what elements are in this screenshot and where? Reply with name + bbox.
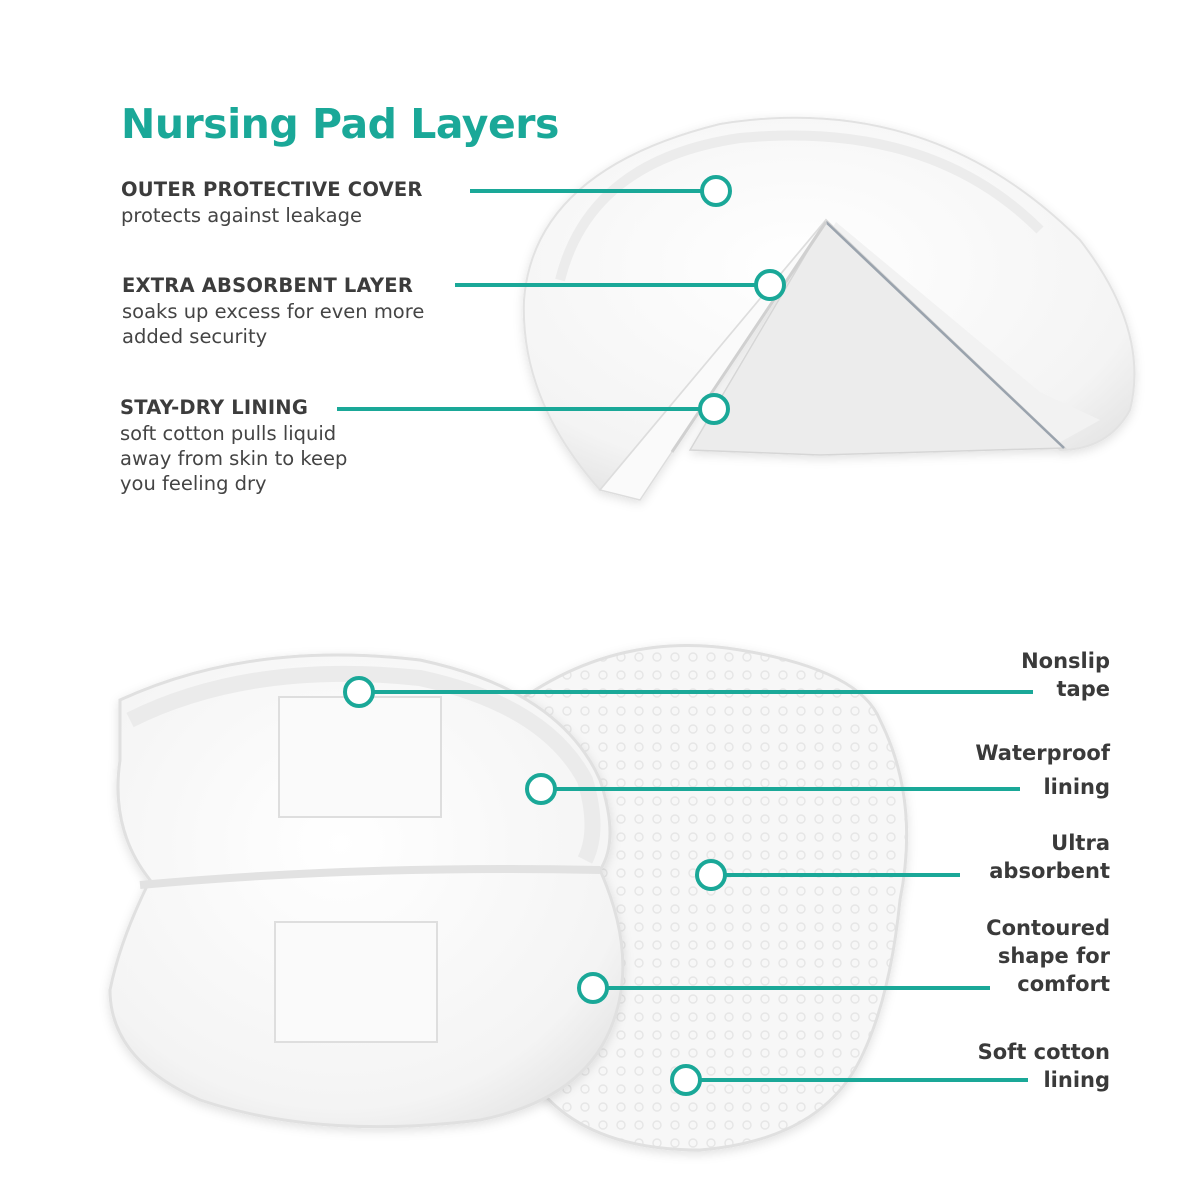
label-soft-cotton-lining: Soft cotton lining <box>977 1040 1110 1092</box>
label-nonslip-tape: Nonslip tape <box>1021 649 1110 701</box>
callout-description: protects against leakage <box>121 204 362 227</box>
callout-description: soft cotton pulls liquid away from skin … <box>120 422 348 495</box>
label-waterproof-lining: Waterproof lining <box>975 741 1110 799</box>
label-ultra-absorbent: Ultra absorbent <box>989 831 1110 883</box>
callout-dot-nonslip-tape <box>343 676 375 708</box>
callout-heading: OUTER PROTECTIVE COVER <box>121 178 423 201</box>
callout-dot-contoured <box>577 972 609 1004</box>
label-contoured-shape: Contoured shape for comfort <box>986 916 1110 996</box>
callout-dot-ultra-absorbent <box>695 859 727 891</box>
callout-dot-soft-cotton <box>670 1064 702 1096</box>
callout-dot-outer-cover <box>700 175 732 207</box>
callout-heading: EXTRA ABSORBENT LAYER <box>122 274 414 297</box>
callout-heading: STAY-DRY LINING <box>120 396 309 419</box>
callout-dot-stay-dry <box>698 393 730 425</box>
callout-stay-dry: STAY-DRY LINING soft cotton pulls liquid… <box>120 395 347 496</box>
layered-pad-image <box>522 116 1136 501</box>
callout-description: soaks up excess for even more added secu… <box>122 300 425 348</box>
pad-pair-image <box>108 644 909 1152</box>
diagram-title: Nursing Pad Layers <box>121 100 559 148</box>
callout-dot-absorbent-layer <box>754 269 786 301</box>
callout-outer-cover: OUTER PROTECTIVE COVER protects against … <box>121 177 423 228</box>
callout-dot-waterproof <box>525 773 557 805</box>
callout-absorbent-layer: EXTRA ABSORBENT LAYER soaks up excess fo… <box>122 273 424 349</box>
